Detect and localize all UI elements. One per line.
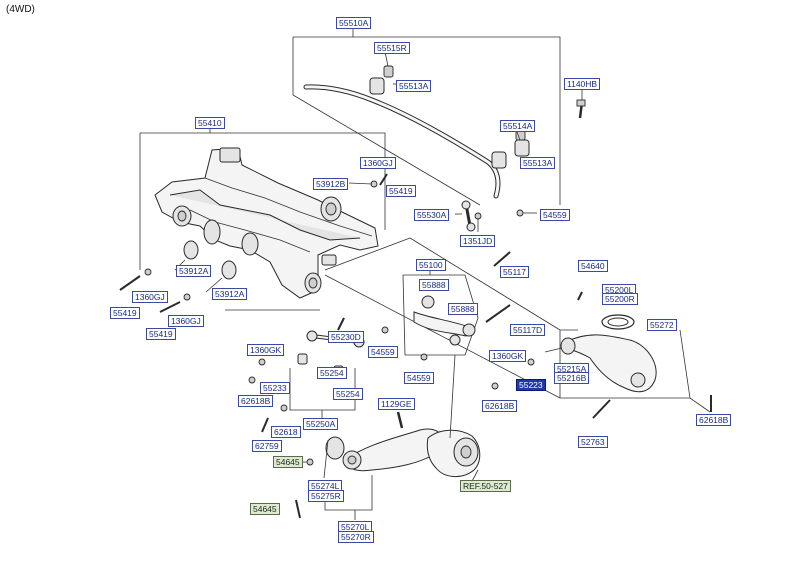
part-label-55410[interactable]: 55410 [195,117,225,129]
part-label-55513a[interactable]: 55513A [396,80,432,92]
part-label-55233[interactable]: 55233 [260,382,290,394]
part-label-55270r[interactable]: 55270R [338,531,374,543]
bolt-1140hb [576,89,586,119]
part-label-62618b[interactable]: 62618B [696,414,732,426]
part-label-54645[interactable]: 54645 [273,456,303,468]
part-label-55250a[interactable]: 55250A [303,418,339,430]
part-label-55888[interactable]: 55888 [448,303,478,315]
part-label-1360gj[interactable]: 1360GJ [132,291,168,303]
part-label-1360gj[interactable]: 1360GJ [360,157,396,169]
leader-lines [324,237,711,413]
part-label-55272[interactable]: 55272 [647,319,677,331]
part-label-55419[interactable]: 55419 [146,328,176,340]
part-label-53912b[interactable]: 53912B [313,178,349,190]
part-label-54645[interactable]: 54645 [250,503,280,515]
part-label-55223[interactable]: 55223 [516,379,546,391]
part-label-55888[interactable]: 55888 [419,279,449,291]
stabilizer-link [455,200,537,232]
part-label-54640[interactable]: 54640 [578,260,608,272]
part-label-54559[interactable]: 54559 [368,346,398,358]
part-label-55275r[interactable]: 55275R [308,490,344,502]
part-label-1140hb[interactable]: 1140HB [564,78,601,90]
part-label-55254[interactable]: 55254 [333,388,363,400]
lower-control-arm [491,291,712,419]
part-label-55419[interactable]: 55419 [386,185,416,197]
part-label-55513a[interactable]: 55513A [520,157,556,169]
part-label-62618b[interactable]: 62618B [238,395,274,407]
stabilizer-bar [303,51,535,199]
part-label-55117d[interactable]: 55117D [510,324,546,336]
part-label-55117[interactable]: 55117 [500,266,530,278]
part-label-1351jd[interactable]: 1351JD [460,235,496,247]
trailing-arm [295,354,481,520]
part-label-1360gj[interactable]: 1360GJ [168,315,204,327]
part-label-1129ge[interactable]: 1129GE [378,398,415,410]
part-label-62618[interactable]: 62618 [271,426,301,438]
part-label-55200r[interactable]: 55200R [602,293,638,305]
part-label-ref-50-527[interactable]: REF.50-527 [460,480,511,492]
part-label-55419[interactable]: 55419 [110,307,140,319]
part-label-54559[interactable]: 54559 [540,209,570,221]
part-label-55514a[interactable]: 55514A [500,120,536,132]
part-label-55100[interactable]: 55100 [416,259,446,271]
crossmember [119,147,388,313]
part-label-53912a[interactable]: 53912A [176,265,212,277]
part-label-55530a[interactable]: 55530A [414,209,450,221]
part-label-52763[interactable]: 52763 [578,436,608,448]
part-label-54559[interactable]: 54559 [404,372,434,384]
diagram-title: (4WD) [6,4,35,15]
part-label-55274l[interactable]: 55274L [308,480,343,492]
upper-arm-frame [381,251,511,361]
part-label-62759[interactable]: 62759 [252,440,282,452]
part-label-55254[interactable]: 55254 [317,367,347,379]
part-label-55510a[interactable]: 55510A [336,17,372,29]
part-label-53912a[interactable]: 53912A [212,288,248,300]
part-label-55230d[interactable]: 55230D [328,331,364,343]
part-label-1360gk[interactable]: 1360GK [247,344,285,356]
part-label-62618b[interactable]: 62618B [482,400,518,412]
part-label-1360gk[interactable]: 1360GK [489,350,527,362]
part-label-55515r[interactable]: 55515R [374,42,410,54]
part-label-55216b[interactable]: 55216B [554,372,590,384]
